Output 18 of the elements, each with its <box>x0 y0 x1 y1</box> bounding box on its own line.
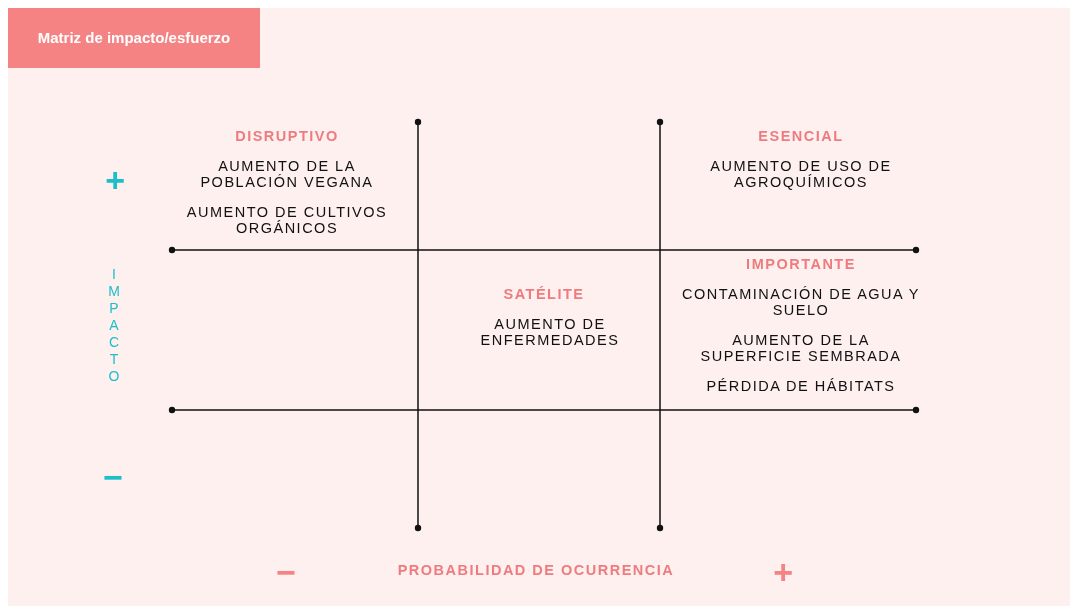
axis-sign: + <box>772 555 796 589</box>
quadrant-heading: IMPORTANTE <box>745 256 857 272</box>
axis-sign: − <box>102 460 126 494</box>
item-text: AUMENTO DE LA SUPERFICIE SEMBRADA <box>699 332 903 364</box>
axis-sign: + <box>104 163 128 197</box>
item-text: AUMENTO DE ENFERMEDADES <box>479 316 621 348</box>
axis-sign: − <box>275 555 299 589</box>
quadrant-heading: ESENCIAL <box>757 128 845 144</box>
item-text: CONTAMINACIÓN DE AGUA Y SUELO <box>681 286 921 318</box>
item-text: PÉRDIDA DE HÁBITATS <box>705 378 897 394</box>
axis-label: PROBABILIDAD DE OCURRENCIA <box>396 562 676 578</box>
axis-label: IMPACTO <box>106 265 122 385</box>
item-text: AUMENTO DE LA POBLACIÓN VEGANA <box>199 158 375 190</box>
quadrant-heading: DISRUPTIVO <box>234 128 340 144</box>
quadrant-heading: SATÉLITE <box>502 286 586 302</box>
title-banner: Matriz de impacto/esfuerzo <box>8 8 260 68</box>
item-text: AUMENTO DE CULTIVOS ORGÁNICOS <box>185 204 389 236</box>
item-text: AUMENTO DE USO DE AGROQUÍMICOS <box>709 158 893 190</box>
